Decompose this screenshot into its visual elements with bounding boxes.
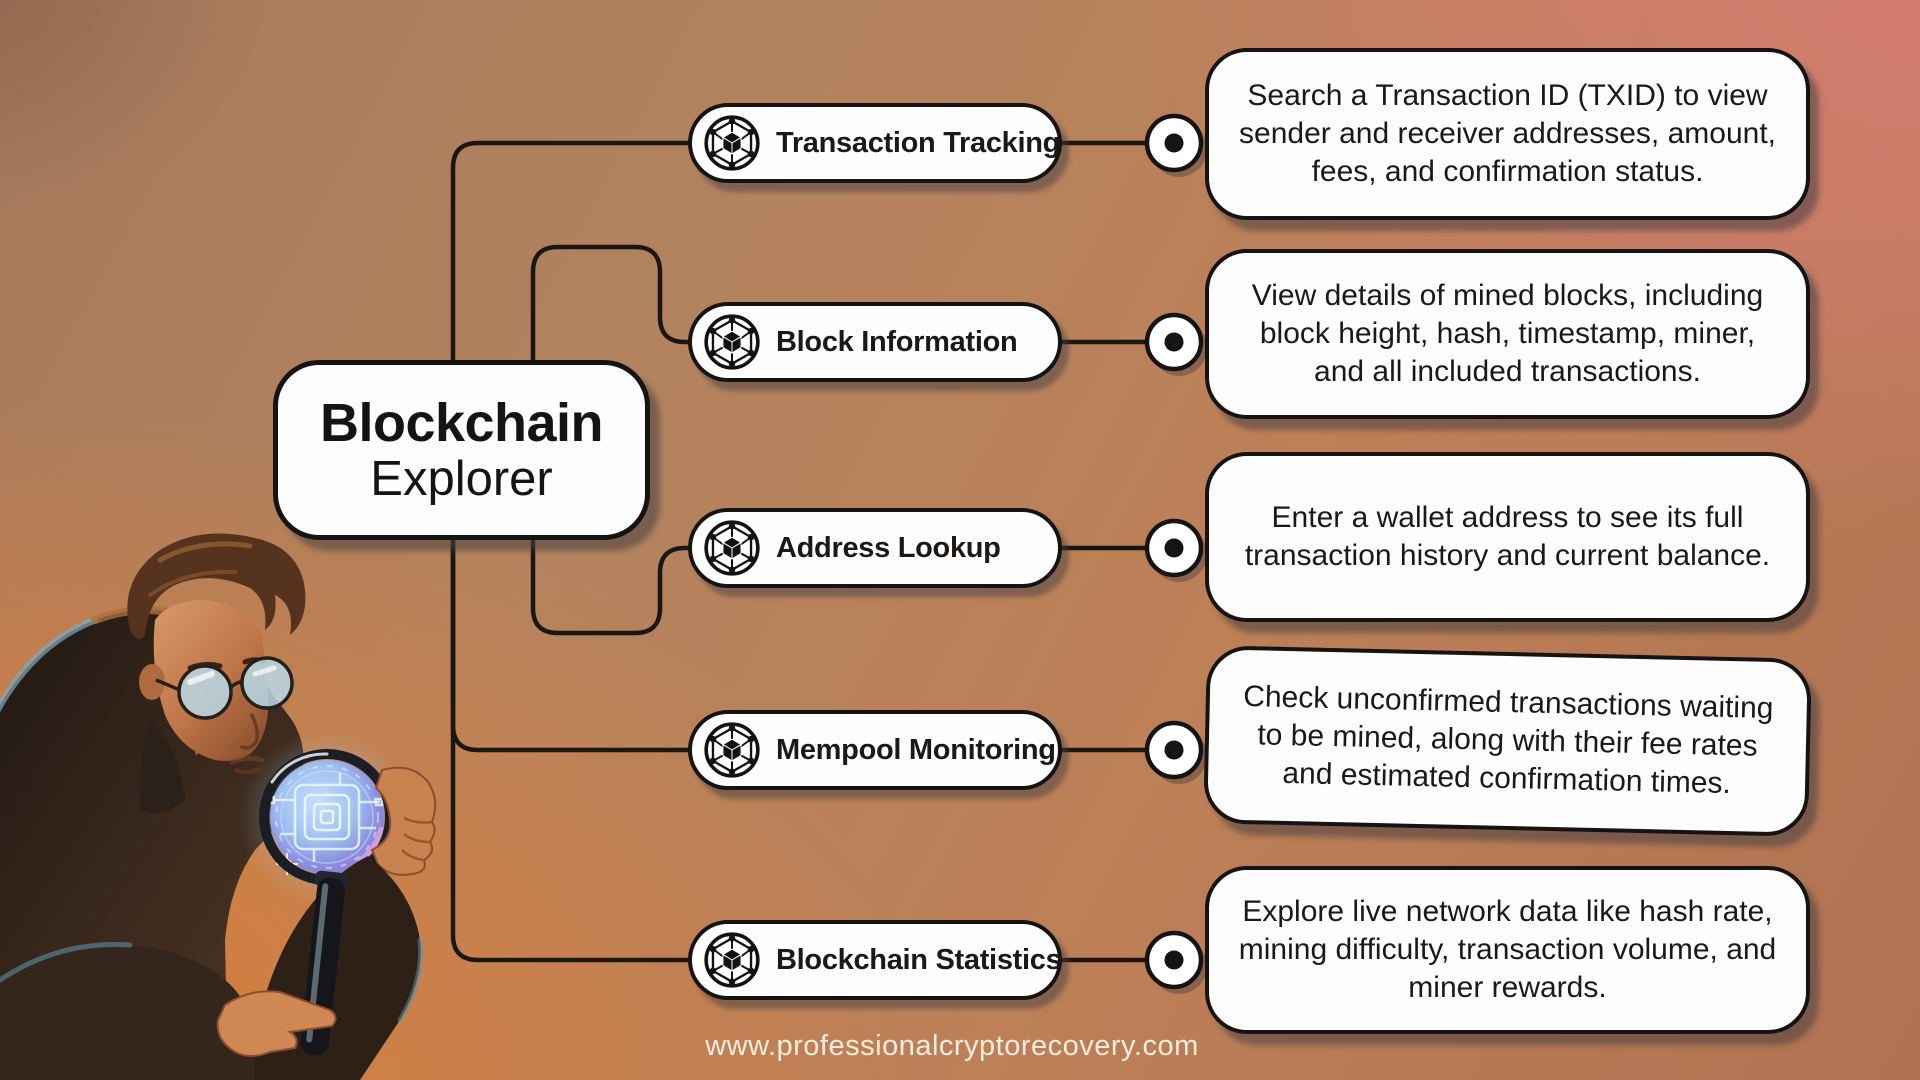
hair	[127, 533, 306, 639]
blockchain-node-icon	[704, 314, 760, 370]
branch-label: Transaction Tracking	[776, 126, 1061, 159]
blockchain-node-icon	[704, 722, 760, 778]
branch-pill-mempool-monitoring: Mempool Monitoring	[688, 710, 1062, 790]
line-to-address-lookup	[530, 525, 691, 636]
description-text: Explore live network data like hash rate…	[1238, 895, 1777, 1004]
branch-label: Blockchain Statistics	[776, 943, 1062, 976]
gripping-hand	[370, 766, 437, 876]
branch-pill-transaction-tracking: Transaction Tracking	[688, 103, 1062, 183]
branch-pill-block-information: Block Information	[688, 302, 1062, 382]
blockchain-node-icon	[704, 115, 760, 171]
line-to-block-information	[530, 244, 691, 365]
description-mempool-monitoring: Check unconfirmed transactions waiting t…	[1203, 645, 1812, 837]
line-to-mempool-monitoring	[450, 525, 691, 753]
magnifier-lens	[270, 760, 384, 874]
pointing-arm-sleeve	[0, 944, 255, 1080]
line-to-transaction-tracking	[450, 140, 691, 365]
description-blockchain-statistics: Explore live network data like hash rate…	[1205, 866, 1810, 1034]
description-text: Search a Transaction ID (TXID) to view s…	[1239, 79, 1776, 188]
circle-dot-connectors	[1144, 113, 1207, 994]
title-line-1: Blockchain	[319, 393, 604, 454]
blockchain-node-icon	[704, 520, 760, 576]
description-text: Check unconfirmed transactions waiting t…	[1242, 679, 1774, 801]
pointing-hand	[216, 990, 337, 1057]
man-with-magnifying-glass-illustration	[0, 533, 437, 1080]
description-text: Enter a wallet address to see its full t…	[1244, 501, 1771, 572]
description-transaction-tracking: Search a Transaction ID (TXID) to view s…	[1205, 48, 1810, 220]
description-address-lookup: Enter a wallet address to see its full t…	[1205, 452, 1810, 622]
chip-hologram-icon	[266, 772, 384, 862]
ear	[139, 664, 165, 700]
branch-pill-blockchain-statistics: Blockchain Statistics	[688, 920, 1062, 1000]
branch-label: Address Lookup	[776, 531, 1001, 564]
line-to-blockchain-statistics	[450, 525, 691, 963]
blockchain-node-icon	[704, 932, 760, 988]
central-topic-box: Blockchain Explorer	[273, 360, 650, 540]
website-url: www.professionalcryptorecovery.com	[705, 1030, 1199, 1062]
title-line-2: Explorer	[370, 451, 553, 506]
branch-label: Mempool Monitoring	[776, 733, 1056, 766]
branch-label: Block Information	[776, 325, 1018, 358]
description-text: View details of mined blocks, including …	[1251, 279, 1764, 388]
nose	[240, 713, 260, 750]
branch-pill-address-lookup: Address Lookup	[688, 508, 1062, 588]
shirt	[139, 720, 185, 814]
description-block-information: View details of mined blocks, including …	[1205, 249, 1810, 419]
